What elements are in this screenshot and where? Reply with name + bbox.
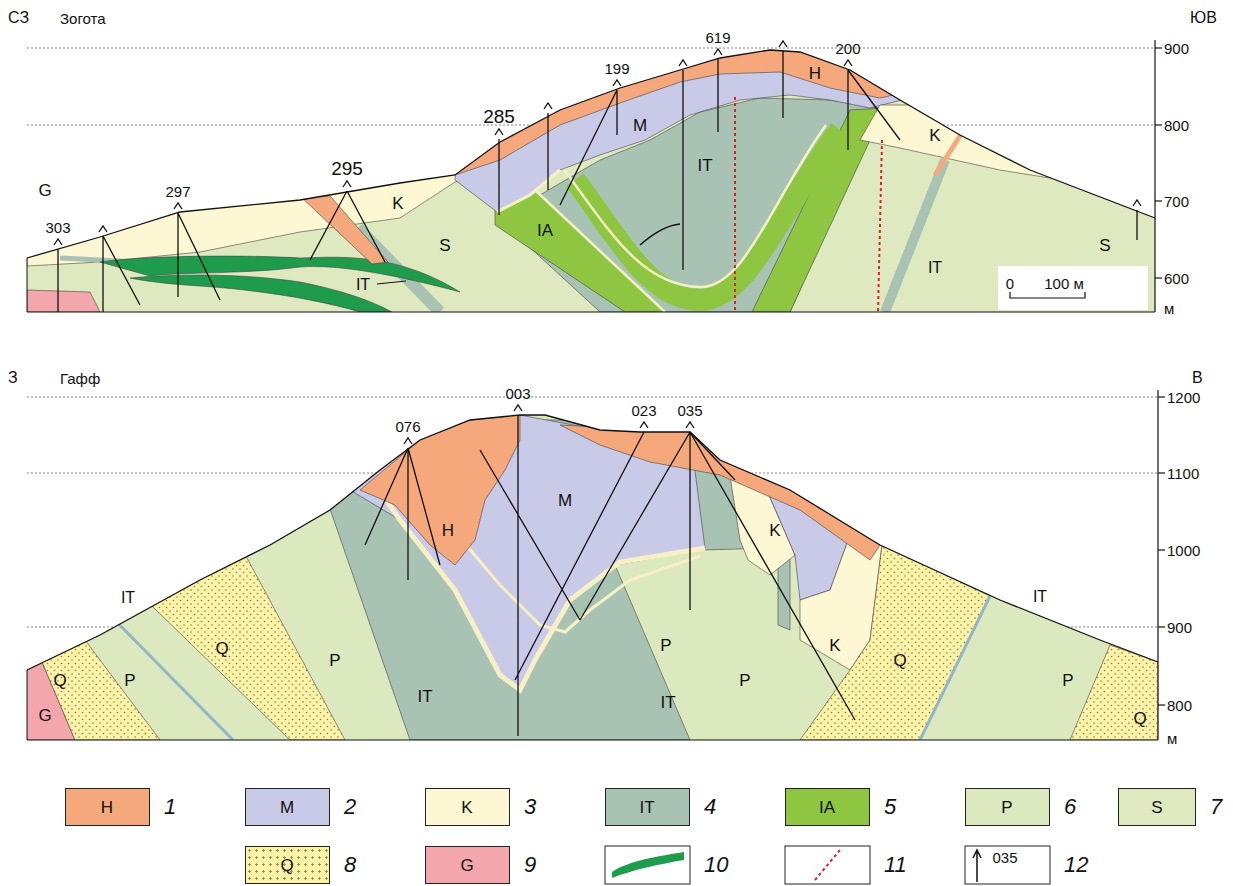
- axis-label: 800: [1164, 118, 1189, 133]
- axis-label: 600: [1164, 271, 1189, 286]
- legend-symbol: P: [1001, 799, 1012, 816]
- borehole-number: 003: [505, 386, 530, 401]
- borehole-number: 023: [631, 403, 656, 418]
- unit-label: G: [38, 182, 51, 199]
- section-title: Гафф: [60, 371, 100, 386]
- borehole-number: 285: [483, 107, 515, 126]
- section-title: ЮВ: [1190, 10, 1217, 26]
- borehole-number: 295: [331, 159, 363, 178]
- legend-symbol: Q: [280, 857, 293, 874]
- legend-number: 10: [704, 854, 728, 876]
- legend-symbol: IT: [639, 799, 654, 816]
- legend-swatch: [965, 788, 1050, 826]
- unit-label: IT: [417, 688, 432, 705]
- unit-label: S: [439, 237, 450, 254]
- scale-label: 100 м: [1044, 276, 1084, 291]
- unit-label: H: [809, 65, 821, 82]
- legend-number: 3: [524, 796, 536, 818]
- unit-label: P: [124, 672, 135, 689]
- legend-symbol: IA: [819, 799, 835, 816]
- section-title: Зогота: [60, 11, 106, 26]
- legend-swatch: [425, 788, 510, 826]
- unit-label: IT: [660, 694, 675, 711]
- legend-number: 11: [884, 854, 907, 876]
- legend-number: 5: [884, 796, 896, 818]
- axis-label: 700: [1164, 194, 1189, 209]
- legend-number: 8: [344, 854, 356, 876]
- borehole-number: 303: [45, 220, 70, 235]
- unit-label: K: [392, 195, 403, 212]
- unit-label: G: [38, 707, 51, 724]
- axis-label: м: [1167, 731, 1177, 746]
- unit-label: P: [660, 637, 671, 654]
- unit-label: IA: [537, 222, 553, 239]
- axis-label: 1200: [1167, 390, 1200, 405]
- legend-symbol: G: [460, 857, 473, 874]
- unit-label: Q: [53, 672, 66, 689]
- legend-number: 1: [164, 796, 176, 818]
- axis-label: 1000: [1167, 543, 1200, 558]
- unit-label: P: [739, 672, 750, 689]
- unit-label: K: [769, 522, 780, 539]
- unit-label: IT: [928, 260, 942, 276]
- borehole-number: 297: [165, 184, 190, 199]
- unit-label: IT: [121, 590, 135, 606]
- unit-label: IT: [1033, 589, 1047, 605]
- legend-swatch: [605, 788, 690, 826]
- legend-number: 9: [524, 854, 536, 876]
- legend-number: 6: [1064, 796, 1076, 818]
- unit-label: Q: [215, 640, 228, 657]
- axis-label: 900: [1164, 41, 1189, 56]
- unit-label: K: [829, 637, 840, 654]
- legend-number: 4: [704, 796, 716, 818]
- legend-symbol: M: [280, 799, 294, 816]
- section-title: З: [8, 370, 18, 386]
- borehole-number: 035: [992, 850, 1017, 865]
- axis-label: 1100: [1167, 466, 1199, 481]
- section-title: СЗ: [8, 10, 29, 26]
- borehole-number: 076: [395, 419, 420, 434]
- legend-swatch: [245, 846, 330, 884]
- unit-label: M: [558, 492, 572, 509]
- borehole-number: 035: [677, 403, 702, 418]
- legend-symbol: H: [101, 799, 113, 816]
- unit-label: P: [1062, 672, 1073, 689]
- borehole-number: 619: [705, 30, 730, 45]
- unit-label: Q: [893, 652, 906, 669]
- unit-label: M: [633, 117, 647, 134]
- axis-label: м: [1164, 301, 1174, 316]
- axis-label: 800: [1167, 698, 1192, 713]
- unit-label: P: [329, 652, 340, 669]
- unit-label: K: [929, 127, 940, 144]
- legend-swatch: [785, 788, 870, 826]
- legend-swatch: [425, 846, 510, 884]
- legend-symbol: K: [461, 799, 472, 816]
- legend-swatch: [1118, 788, 1196, 826]
- unit-label: H: [442, 522, 454, 539]
- borehole-number: 200: [835, 41, 860, 56]
- unit-label: Q: [1133, 710, 1146, 727]
- unit-label: S: [1099, 237, 1110, 254]
- legend-number: 2: [344, 796, 356, 818]
- borehole-number: 199: [604, 61, 629, 76]
- legend-symbol: S: [1151, 799, 1162, 816]
- section-title: В: [1192, 370, 1203, 386]
- scale-label: 0: [1006, 276, 1014, 291]
- legend-number: 7: [1210, 796, 1222, 818]
- legend-number: 12: [1064, 854, 1088, 876]
- unit-label: IT: [697, 157, 712, 174]
- axis-label: 900: [1167, 620, 1192, 635]
- legend-swatch: [65, 788, 150, 826]
- legend-swatch: [245, 788, 330, 826]
- unit-label: IT: [356, 277, 370, 293]
